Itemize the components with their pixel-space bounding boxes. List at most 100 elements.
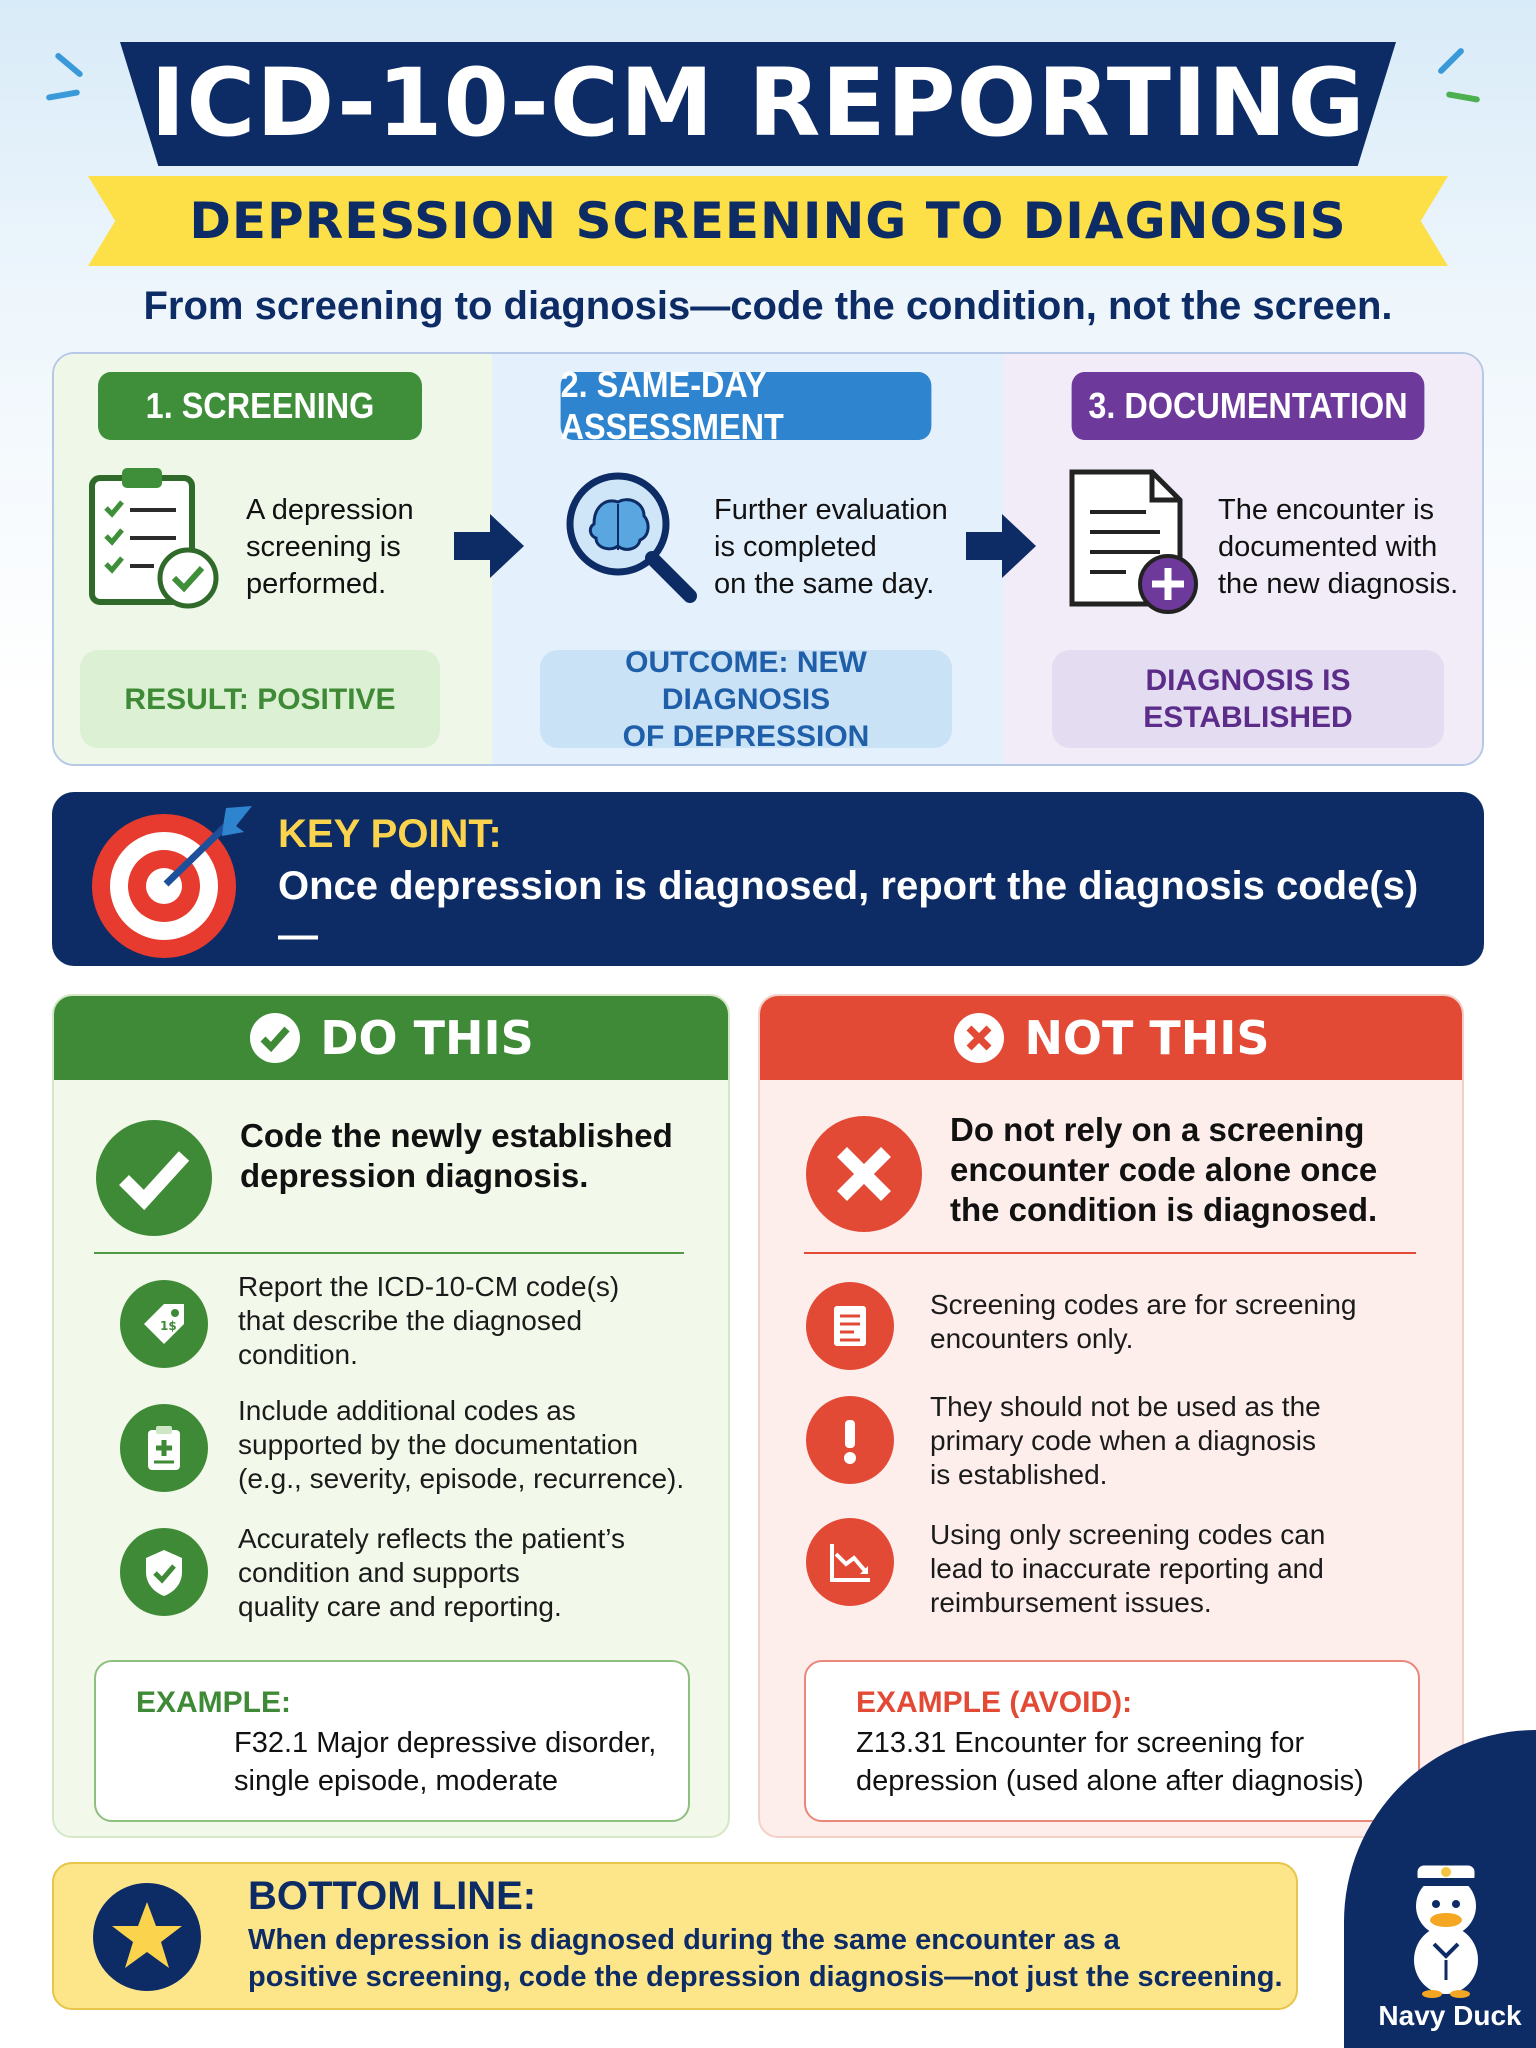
example-line: Z13.31 Encounter for screening for [856,1727,1305,1759]
item-line: Include additional codes as [238,1395,576,1426]
subtitle-ribbon: DEPRESSION SCREENING TO DIAGNOSIS [88,176,1448,266]
item-line: Using only screening codes can [930,1519,1326,1550]
example-line: depression (used alone after diagnosis) [856,1765,1364,1797]
example-text: Z13.31 Encounter for screening for depre… [856,1724,1416,1800]
not-this-header: NOT THIS [760,996,1462,1080]
brand-name: Navy Duck [1378,2000,1522,2031]
step-desc-line: documented with [1218,531,1438,563]
item-line: (e.g., severity, episode, recurrence). [238,1463,685,1494]
step-result-line: OF DEPRESSION [622,719,870,753]
page-subtitle: DEPRESSION SCREENING TO DIAGNOSIS [189,192,1347,250]
headline-line: Code the newly established [240,1117,673,1154]
example-line: single episode, moderate [234,1765,559,1797]
clipboard-plus-icon [120,1404,208,1492]
item-line: is established. [930,1459,1108,1490]
step-2-label: 2. SAME-DAY ASSESSMENT [560,364,932,447]
do-this-item: Report the ICD-10-CM code(s) that descri… [238,1270,708,1372]
bottom-line-line: When depression is diagnosed during the … [248,1924,1120,1956]
step-result-line: ESTABLISHED [1143,701,1353,734]
bottom-line-line: positive screening, code the depression … [248,1961,1283,1993]
duck-mascot-icon [1396,1848,1496,1998]
item-line: supported by the documentation [238,1429,639,1460]
step-desc-line: the new diagnosis. [1218,568,1459,600]
do-this-panel: DO THIS Code the newly established depre… [52,994,730,1838]
svg-text:1$: 1$ [160,1319,177,1333]
item-line: condition and supports [238,1557,520,1588]
not-this-title: NOT THIS [1024,1011,1270,1065]
decor-spark [1445,91,1481,103]
brain-magnifier-icon [558,466,704,612]
decor-spark [1436,46,1466,76]
not-this-item: Screening codes are for screening encoun… [930,1288,1450,1356]
item-line: Accurately reflects the patient’s [238,1523,626,1554]
bottom-line-text: When depression is diagnosed during the … [248,1922,1288,1996]
steps-panel: 1. SCREENING A depression screening is p… [52,352,1484,766]
not-this-headline: Do not rely on a screening encounter cod… [950,1110,1450,1230]
document-plus-icon [1064,466,1204,616]
item-line: They should not be used as the [930,1391,1321,1422]
step-2-result: OUTCOME: NEW DIAGNOSIS OF DEPRESSION [540,646,952,753]
bottom-line-label: BOTTOM LINE: [248,1874,537,1918]
arrow-right-icon [966,514,1036,578]
step-2-description: Further evaluation is completed on the s… [714,492,994,603]
not-this-item: Using only screening codes can lead to i… [930,1518,1450,1620]
declining-chart-icon [806,1518,894,1606]
do-this-item: Accurately reflects the patient’s condit… [238,1522,708,1624]
example-text: F32.1 Major depressive disorder, single … [234,1724,674,1800]
headline-line: Do not rely on a screening [950,1111,1365,1148]
headline-line: depression diagnosis. [240,1157,589,1194]
check-circle-icon [250,1013,301,1063]
step-3-description: The encounter is documented with the new… [1218,492,1482,603]
step-desc-line: performed. [246,568,387,600]
step-result-line: DIAGNOSIS IS [1145,664,1351,697]
key-point-line: Once depression is diagnosed, report the… [278,864,1419,957]
step-desc-line: on the same day. [714,568,935,600]
step-result-line: OUTCOME: NEW DIAGNOSIS [625,645,867,716]
item-line: Screening codes are for screening [930,1289,1357,1320]
title-banner: ICD-10-CM REPORTING [120,42,1396,166]
step-desc-line: Further evaluation [714,494,948,526]
step-1-description: A depression screening is performed. [246,492,486,603]
exclamation-icon [806,1396,894,1484]
page-title: ICD-10-CM REPORTING [150,49,1366,158]
step-desc-line: screening is [246,531,401,563]
do-this-item: Include additional codes as supported by… [238,1394,718,1496]
form-icon [806,1282,894,1370]
clipboard-check-icon [84,464,224,614]
item-line: primary code when a diagnosis [930,1425,1316,1456]
step-desc-line: A depression [246,494,414,526]
item-line: reimbursement issues. [930,1587,1212,1618]
target-icon [86,802,256,962]
not-this-panel: NOT THIS Do not rely on a screening enco… [758,994,1464,1838]
step-3-label: 3. DOCUMENTATION [1071,372,1425,440]
not-this-example: EXAMPLE (AVOID): Z13.31 Encounter for sc… [804,1660,1420,1822]
item-line: lead to inaccurate reporting and [930,1553,1324,1584]
item-line: that describe the diagnosed [238,1305,583,1336]
step-3-result: DIAGNOSIS IS ESTABLISHED [1052,650,1444,748]
bottom-line-banner: BOTTOM LINE: When depression is diagnose… [52,1862,1298,2010]
item-line: encounters only. [930,1323,1134,1354]
item-line: quality care and reporting. [238,1591,562,1622]
key-point-banner: KEY POINT: Once depression is diagnosed,… [52,792,1484,1006]
do-this-header: DO THIS [54,996,728,1080]
step-desc-line: is completed [714,531,877,563]
not-this-item: They should not be used as the primary c… [930,1390,1450,1492]
check-icon [94,1118,214,1238]
step-desc-line: The encounter is [1218,494,1435,526]
step-1-result: RESULT: POSITIVE [80,650,440,748]
key-point-label: KEY POINT: [278,812,502,856]
item-line: condition. [238,1339,358,1370]
headline-line: the condition is diagnosed. [950,1191,1378,1228]
headline-line: encounter code alone once [950,1151,1378,1188]
star-icon [92,1882,202,1992]
divider [94,1252,684,1254]
arrow-right-icon [454,514,524,578]
tag-icon: 1$ [120,1280,208,1368]
step-1-label: 1. SCREENING [98,372,422,440]
x-icon [804,1114,924,1234]
key-point-text: Once depression is diagnosed, report the… [278,862,1458,1009]
decor-spark [45,89,81,101]
tagline: From screening to diagnosis—code the con… [143,284,1393,328]
do-this-title: DO THIS [320,1011,534,1065]
divider [804,1252,1416,1254]
